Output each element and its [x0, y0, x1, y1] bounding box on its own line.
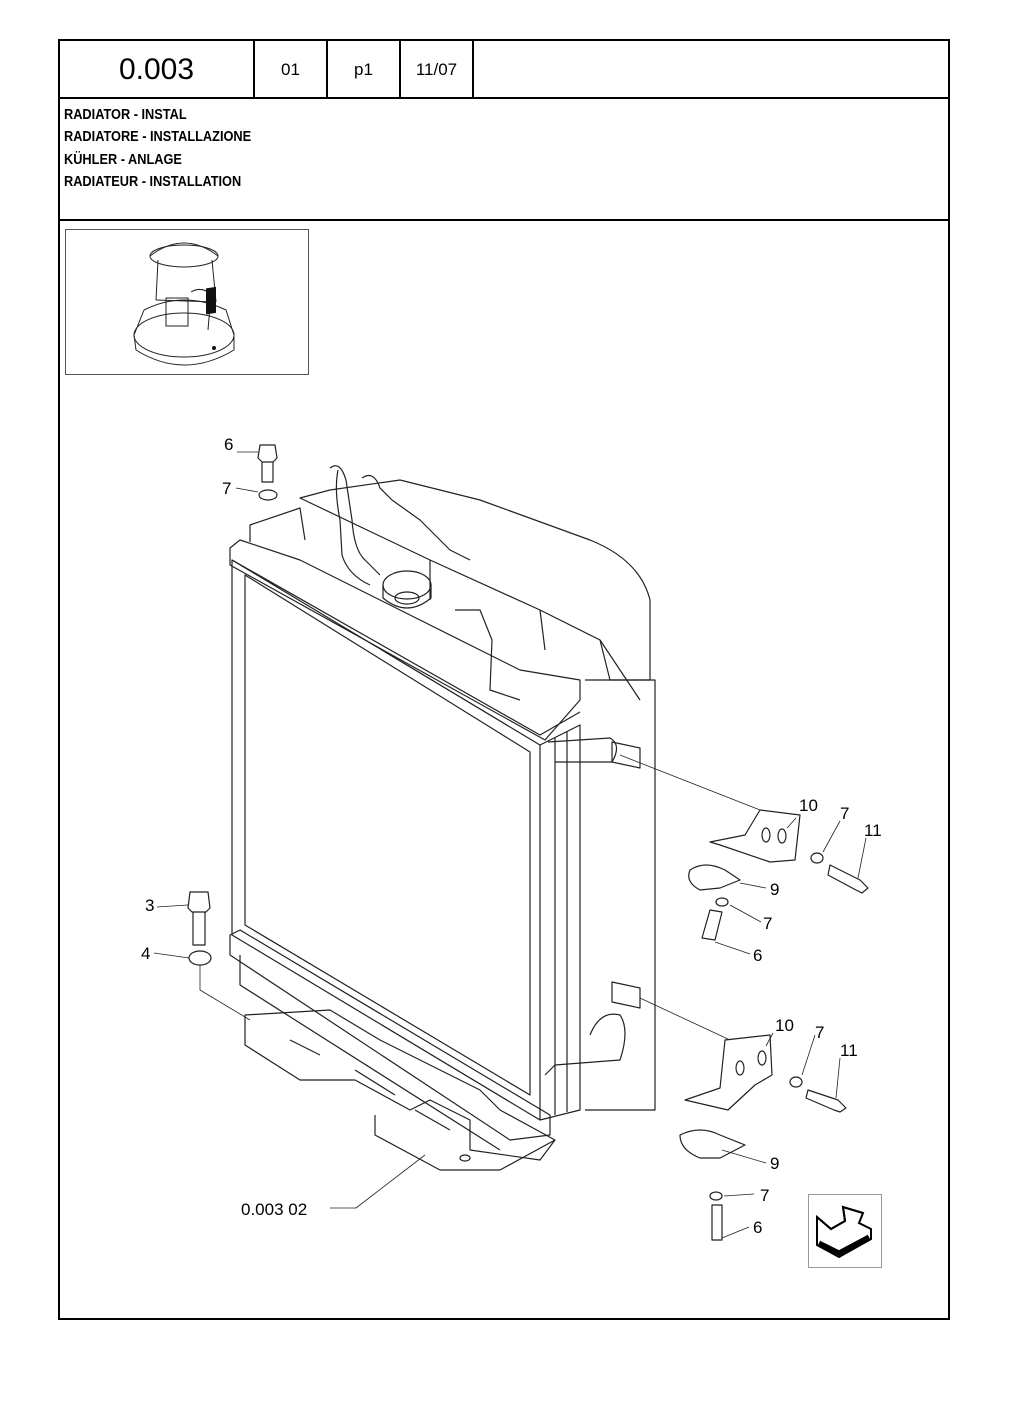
bracket-assembly-upper	[688, 809, 869, 941]
radiator-core	[231, 559, 581, 1121]
title-divider	[60, 219, 948, 221]
bolt-left	[187, 891, 212, 966]
callout-10-lower[interactable]: 10	[775, 1016, 794, 1035]
callout-4[interactable]: 4	[141, 944, 151, 963]
next-page-arrow-icon	[816, 1205, 872, 1259]
title-block: RADIATOR - INSTAL RADIATORE - INSTALLAZI…	[64, 104, 251, 193]
callout-9-lower[interactable]: 9	[770, 1154, 780, 1173]
radiator-top-tank	[229, 507, 581, 741]
fan-shroud	[299, 479, 651, 681]
radiator-bottom-tank	[229, 929, 551, 1151]
header-row: 0.003 01 p1 11/07	[60, 41, 474, 98]
lower-side-pipe	[544, 1013, 626, 1076]
title-it: RADIATORE - INSTALLAZIONE	[64, 129, 252, 146]
bolt-top	[257, 444, 278, 501]
locator-thumbnail	[65, 229, 309, 375]
callout-10-upper[interactable]: 10	[799, 796, 818, 815]
bracket-assembly-lower	[679, 1034, 847, 1241]
document-frame: 0.003 01 p1 11/07 RADIATOR - INSTAL RADI…	[58, 39, 950, 1320]
title-en: RADIATOR - INSTAL	[64, 107, 187, 123]
upper-hose	[329, 465, 381, 586]
callout-7-upper-below[interactable]: 7	[763, 914, 773, 933]
callout-6-lower[interactable]: 6	[753, 1218, 763, 1237]
title-fr: RADIATEUR - INSTALLATION	[64, 173, 242, 190]
callout-3[interactable]: 3	[145, 896, 155, 915]
sub-section: 01	[255, 41, 328, 98]
callout-6-upper[interactable]: 6	[753, 946, 763, 965]
machine-overview-illustration	[133, 242, 235, 366]
page-number: p1	[328, 41, 401, 98]
callout-7-top[interactable]: 7	[222, 479, 232, 498]
upper-side-pipe	[547, 737, 618, 763]
next-page-button[interactable]	[808, 1194, 882, 1268]
callout-9-upper[interactable]: 9	[770, 880, 780, 899]
callout-7-lower-below[interactable]: 7	[760, 1186, 770, 1205]
cross-reference-label[interactable]: 0.003 02	[241, 1200, 308, 1219]
header-divider	[60, 97, 948, 99]
callout-11-upper[interactable]: 11	[864, 821, 882, 840]
callout-11-lower[interactable]: 11	[840, 1041, 858, 1060]
callout-6-top[interactable]: 6	[224, 435, 234, 454]
revision-date: 11/07	[401, 41, 474, 98]
callout-7-upper-right[interactable]: 7	[840, 804, 850, 823]
radiator-cap	[382, 570, 432, 609]
section-code: 0.003	[60, 41, 255, 98]
radiator-base-plate	[244, 1009, 556, 1171]
callout-7-lower-right[interactable]: 7	[815, 1023, 825, 1042]
title-de: KÜHLER - ANLAGE	[64, 151, 182, 168]
